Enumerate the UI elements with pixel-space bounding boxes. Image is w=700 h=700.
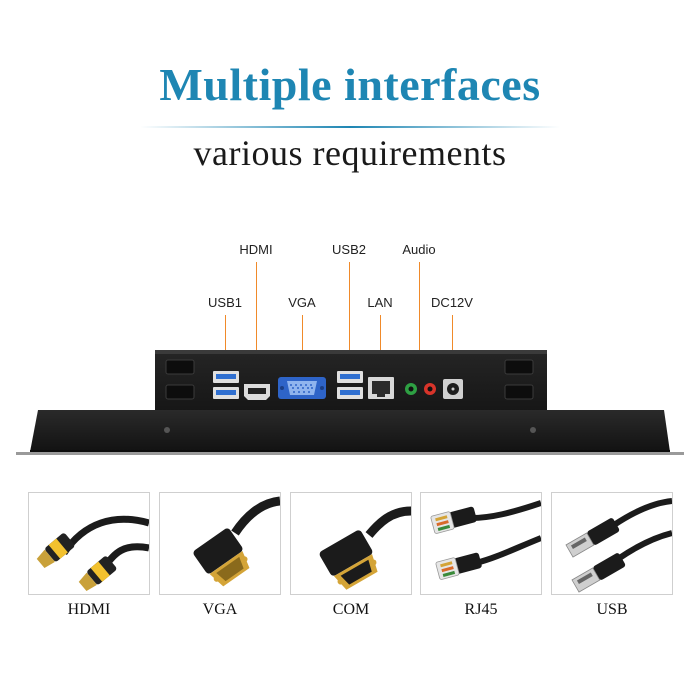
cable-label-hdmi: HDMI — [67, 601, 111, 618]
usb1-port-icon — [213, 371, 239, 399]
cable-label-usb: USB — [596, 601, 628, 618]
usb-cable-icon — [565, 498, 672, 593]
panel-pc-device — [16, 350, 684, 455]
cable-card-com — [290, 492, 412, 595]
port-label-audio: Audio — [402, 242, 436, 257]
cable-card-usb — [551, 492, 673, 595]
cable-label-rj45: RJ45 — [464, 601, 498, 618]
leader-line-hdmi — [256, 262, 257, 384]
audio-port-icon — [405, 383, 436, 395]
mount-slot-right-top — [504, 359, 534, 375]
lan-port-icon — [368, 377, 394, 399]
cable-card-hdmi — [28, 492, 150, 595]
leader-line-lan — [380, 315, 381, 377]
port-label-lan: LAN — [367, 295, 393, 310]
port-label-hdmi: HDMI — [239, 242, 273, 257]
hdmi-port-icon — [244, 384, 270, 400]
port-label-usb1: USB1 — [208, 295, 242, 310]
rj45-cable-icon — [430, 500, 541, 580]
page-title: Multiple interfaces — [159, 59, 541, 110]
port-label-dc12v: DC12V — [431, 295, 473, 310]
usb2-port-icon — [337, 371, 363, 399]
cable-label-vga: VGA — [202, 601, 238, 618]
leader-line-vga — [302, 315, 303, 378]
cable-card-vga — [159, 492, 281, 595]
cable-card-rj45 — [420, 492, 542, 595]
mount-slot-right-bottom — [504, 384, 534, 400]
mount-slot-left-top — [165, 359, 195, 375]
cable-label-com: COM — [332, 601, 370, 618]
mount-slot-left-bottom — [165, 384, 195, 400]
vga-port-icon — [278, 377, 326, 399]
panel-body — [16, 410, 684, 455]
leader-line-usb2 — [349, 262, 350, 370]
screw-left — [164, 427, 170, 433]
title-divider — [140, 126, 560, 128]
leader-line-audio — [419, 262, 420, 382]
port-label-usb2: USB2 — [332, 242, 366, 257]
com-cable-icon — [319, 506, 411, 590]
page-subtitle: various requirements — [193, 133, 507, 173]
hdmi-cable-icon — [36, 515, 149, 592]
dc12v-port-icon — [443, 379, 463, 399]
leader-line-usb1 — [225, 315, 226, 370]
port-label-vga: VGA — [288, 295, 316, 310]
screw-right — [530, 427, 536, 433]
vga-cable-icon — [193, 496, 280, 587]
